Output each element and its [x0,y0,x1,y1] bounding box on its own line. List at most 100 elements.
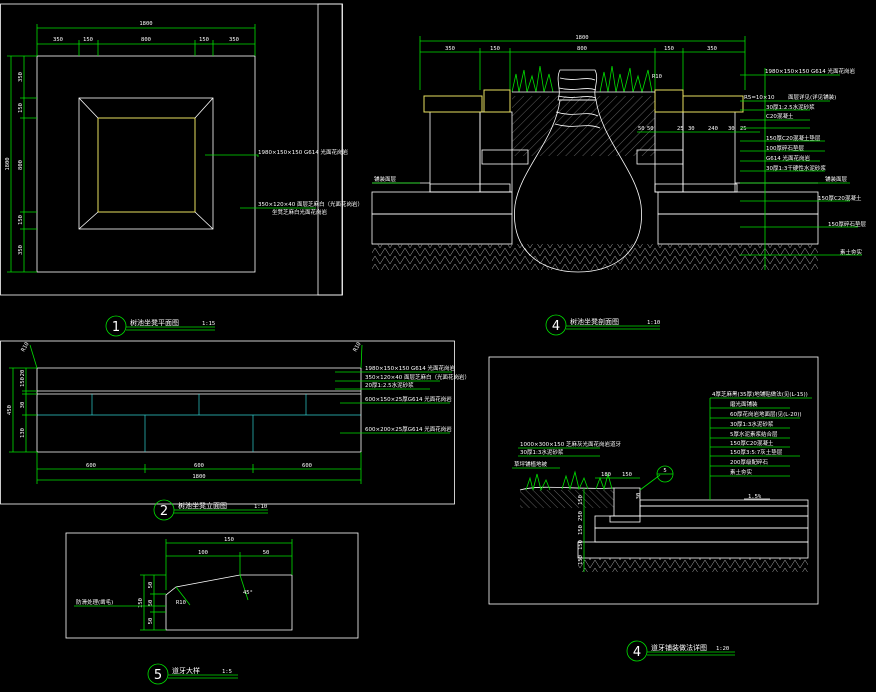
section-label: 铺装面层 [825,175,848,183]
section-label: 150厚C20混凝土 [818,194,862,202]
stone-dim-total: 150 [138,598,144,608]
plan-frame-divider [317,3,343,296]
elevation-dim-ticks-bottom [36,452,362,484]
stone-dim: 50 [148,600,154,607]
section-label: 30厚1:3干硬性水泥砂浆 [766,164,826,172]
section-bench-right [682,111,736,193]
elevation-dim: 130 [20,428,26,438]
plan-leader [205,154,259,157]
curb-detail-tag-number: 5 [663,468,666,474]
section-root-ball [514,99,642,273]
plan-dim: 800 [141,37,151,43]
curb-label: 4厚芝麻黑(35厚)地铺贴做法(见(L-15)) [712,390,808,398]
section-mid-dim: 25 [740,126,747,132]
section-mid-dim: 30 [728,126,735,132]
curb-dim: 150 [578,495,584,505]
curb-label-left: 1000×300×150 芝麻灰光面花岗岩道牙 [520,440,621,448]
curb-slope: 1.5% [748,494,762,500]
plan-dim-total-left: 1800 [5,157,11,170]
section-mid-dim: 240 [708,126,718,132]
section-layer-soil-left [371,213,513,245]
curb-number-circle [626,640,648,662]
section-bench-right-base [654,183,738,193]
curb-label-left: 30厚1:3水泥砂浆 [520,448,564,456]
elevation-corner-tag: R10 [353,341,363,353]
elevation-dim-ticks [9,367,37,453]
plan-dim: 350 [18,72,24,82]
curb-label: 200厚级配碎石 [730,458,768,466]
stone-angle-leader [239,574,249,601]
curb-dim: 180 [601,472,611,478]
plan-dim: 150 [18,215,24,225]
elevation-dim: 30 [20,402,26,409]
view-section: 1800 350 150 800 150 350 R10 [371,35,866,336]
curb-label: 磨光面铺装 [730,400,758,408]
stone-leader [175,586,191,606]
plan-dim: 350 [53,37,63,43]
section-label: 150厚C20混凝土垫层 [766,134,821,142]
section-dim-ticks [419,36,746,90]
curb-stone-bed [609,515,641,523]
section-label: 面层详见(详见铺装) [788,93,836,101]
plan-dim: 150 [83,37,93,43]
elevation-dim: 20 [20,370,26,377]
section-layer-gravel-left [371,191,513,215]
view-elevation: R10 R10 450 20 150 30 130 600 600 600 18… [0,340,470,521]
elevation-corner-leader [360,344,363,369]
section-dim: 150 [490,46,500,52]
plan-inner-square [97,117,196,213]
plan-label: 坐凳芝麻白光面花岗岩 [272,208,328,216]
curb-dim: 150 [622,472,632,478]
elevation-leaders [335,371,452,434]
section-dim: 350 [707,46,717,52]
elevation-label: 20厚1:2.5水泥砂浆 [365,381,414,389]
section-dim: 800 [577,46,587,52]
section-label: 100厚碎石垫层 [766,144,804,152]
curb-label: 30厚1:3水泥砂浆 [730,420,774,428]
curb-label: 150厚3:5:7灰土垫层 [730,448,783,456]
section-label: 30厚1:2.5水泥砂浆 [766,103,815,111]
section-label: 素土夯实 [840,248,863,256]
section-dim-total: 1800 [575,35,588,41]
curb-leaders [710,397,812,477]
stone-title: 道牙大样 [172,666,200,675]
stone-dim: 50 [148,618,154,625]
plan-label: 350×120×40 面层芝麻白（光面花岗岩） [258,200,363,208]
elevation-dim: 600 [194,463,204,469]
curb-scale: 1:20 [716,646,729,652]
plan-label: 1980×150×150 G614 光面花岗岩 [258,148,348,156]
curb-dims-left: 150 250 150 150 150 30 [578,493,642,565]
curb-dim: 150 [578,540,584,550]
section-bench-right-cap [654,89,684,113]
section-bench-left-inner [479,111,513,193]
section-label: R5=10×10 [744,95,775,101]
curb-layer-soil [578,558,808,572]
plan-scale: 1:15 [202,321,215,327]
view-plan: 1800 350 150 800 150 350 1800 350 150 80… [0,3,363,337]
curb-label: 150厚C20混凝土 [730,439,774,447]
plan-bevel [78,97,99,119]
section-scale: 1:10 [647,320,660,326]
section-label-left: 铺装面层 [374,175,397,183]
elevation-frame [0,340,455,505]
elevation-label: 600×150×25厚G614 光面花岗岩 [365,395,452,403]
stone-dim: 100 [198,550,208,556]
elevation-corner-leader [29,344,38,369]
curb-frame [488,356,819,605]
stone-label: 防滑处理(凿毛) [76,598,113,606]
curb-detail-leader [639,474,661,491]
elevation-dim-total: 1800 [192,474,205,480]
plan-dim: 150 [199,37,209,43]
plan-dim-ticks [36,24,256,56]
curb-stone [613,487,641,517]
curb-title: 道牙铺装做法详图 [651,643,707,652]
section-layer-gravel-right [657,191,819,215]
section-bench-left-base [429,183,511,193]
plan-mid-square [78,97,214,230]
section-bench-left-cap [483,89,511,113]
plan-number: 1 [112,320,120,335]
plan-dim-total: 1800 [139,21,152,27]
curb-dim: 150 [578,525,584,535]
plan-dim: 350 [18,245,24,255]
